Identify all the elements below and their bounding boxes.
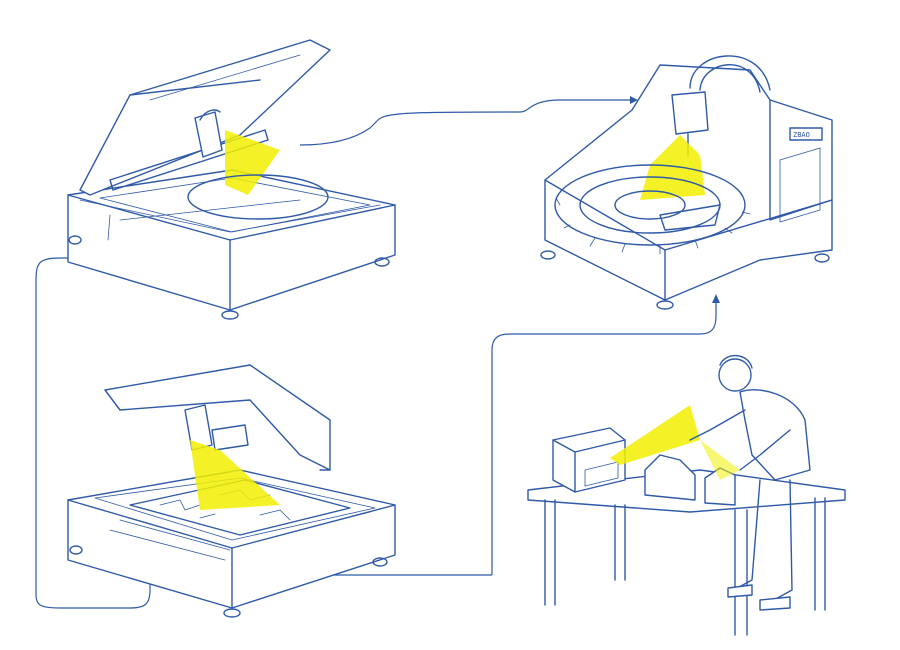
machine-label-plate bbox=[789, 127, 823, 141]
cnc-machine-icon: ZBAO bbox=[540, 55, 833, 310]
arrow-head-laser-right bbox=[630, 96, 638, 104]
machine-label-text: ZBAO bbox=[793, 131, 810, 139]
connector-workbench-to-cnc bbox=[491, 298, 717, 575]
person-icon bbox=[689, 354, 811, 611]
workbench-scene bbox=[527, 354, 846, 636]
house-model bbox=[644, 454, 696, 501]
connector-laser-to-cnc bbox=[299, 99, 635, 146]
connector-laser-to-engraver bbox=[35, 257, 151, 609]
arrow-head-cnc bbox=[712, 294, 720, 303]
laser-cutter-icon bbox=[67, 39, 396, 320]
laser-engraver-icon bbox=[67, 364, 396, 618]
